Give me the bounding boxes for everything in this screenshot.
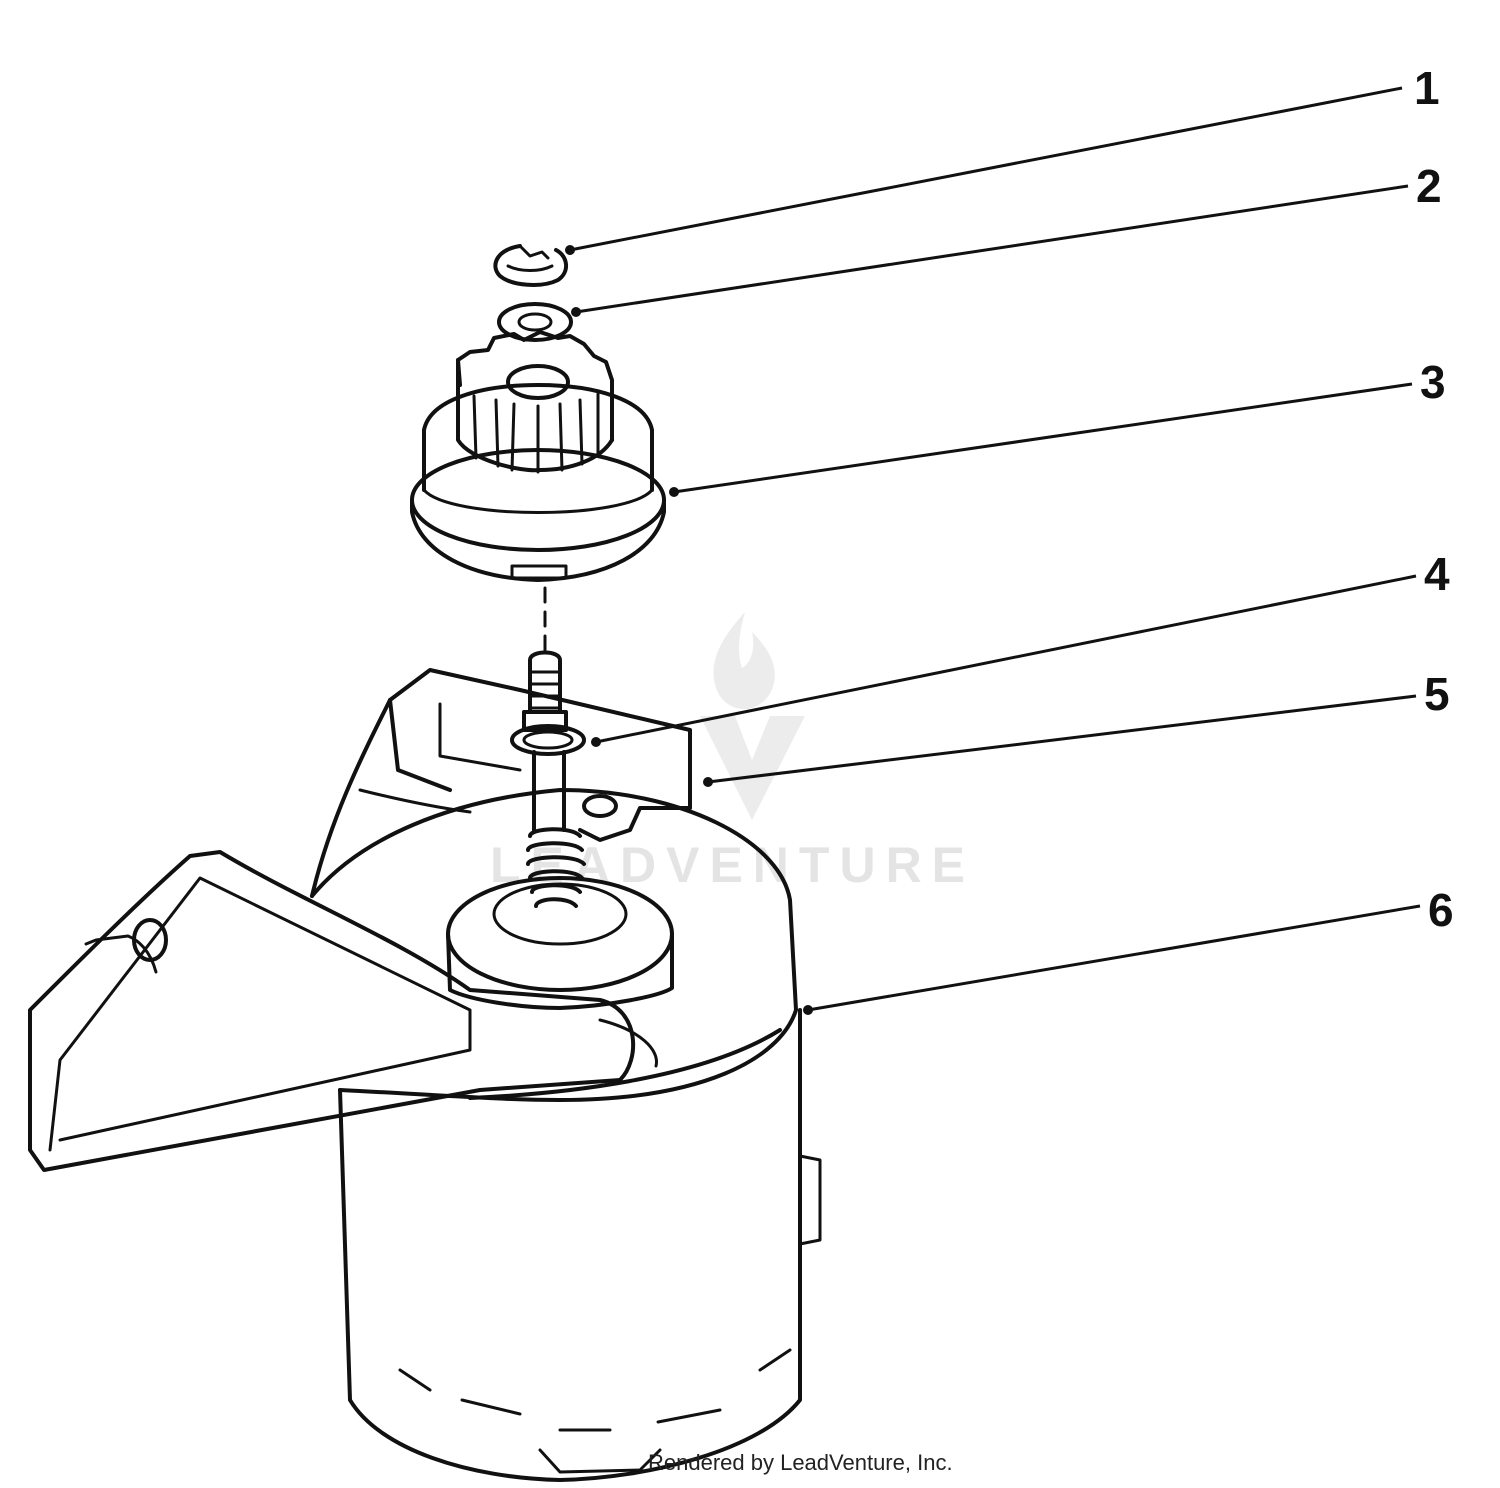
callout-4: 4 [1424,548,1450,600]
leader-6 [807,904,1421,1012]
leader-6-dot [803,1005,813,1015]
callout-3: 3 [1420,356,1446,408]
leader-1 [569,86,1403,252]
watermark-chevron-icon [700,716,805,820]
callout-6: 6 [1428,884,1454,936]
watermark-flame-icon [713,612,775,710]
leader-1-dot [565,245,575,255]
part-3-drive-gear [410,330,666,582]
leader-4-dot [591,737,601,747]
leader-2-dot [571,307,581,317]
part-1-e-ring [493,244,568,287]
callout-leaders [565,86,1421,1015]
part-2-washer [497,302,573,342]
render-credit: Rendered by LeadVenture, Inc. [648,1450,953,1475]
leader-4 [595,574,1417,744]
callout-5: 5 [1424,668,1450,720]
leader-2 [575,184,1409,314]
callout-2: 2 [1416,160,1442,212]
leader-3-dot [669,487,679,497]
leader-5 [707,694,1417,784]
callout-labels: 1 2 3 4 5 6 [1414,62,1454,936]
part-5-mounting-bracket [310,668,692,898]
leader-3 [673,382,1413,494]
leader-5-dot [703,777,713,787]
callout-1: 1 [1414,62,1440,114]
part-6-starter-motor [28,788,822,1482]
